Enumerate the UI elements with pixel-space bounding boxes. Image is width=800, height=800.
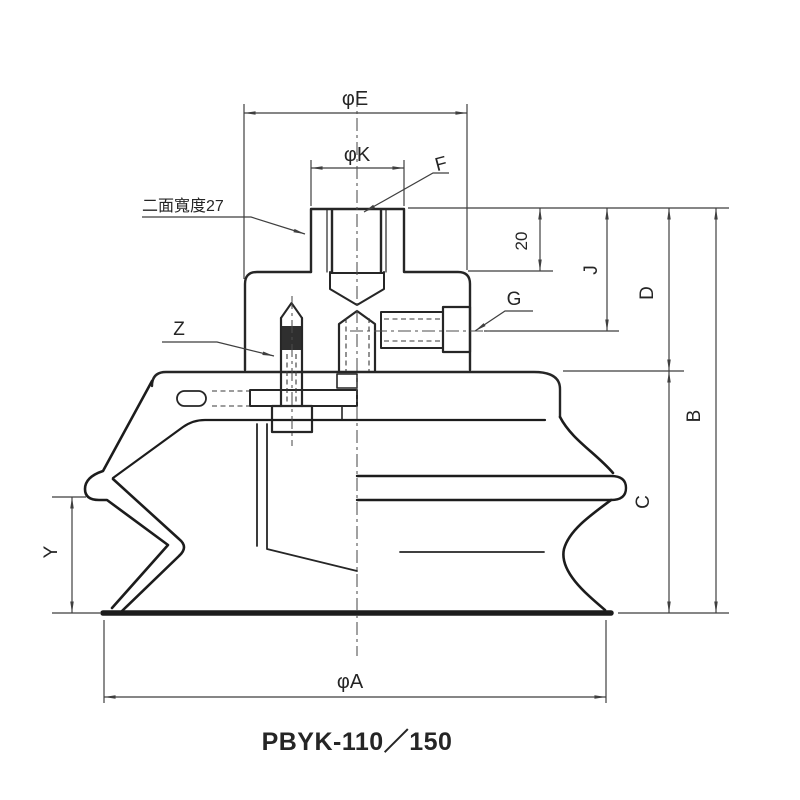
- hub-step: [336, 373, 358, 389]
- bellows-right-lower-slope: [562, 498, 613, 612]
- bellows-inner-neck: [256, 423, 358, 572]
- retaining-plate: [249, 389, 358, 407]
- leader-flats: [142, 216, 306, 235]
- fitting-body: [243, 207, 472, 373]
- dim-label-20: 20: [512, 232, 531, 251]
- port-label-f: F: [433, 153, 450, 176]
- fitting-outline-left: [243, 270, 313, 372]
- bellows-middle-ridge: [355, 474, 628, 502]
- port-label-g: G: [507, 289, 522, 310]
- drawing-labels: φE φK F 二面寬度27 20 J D B G Z C Y φA PBYK-…: [41, 88, 705, 756]
- dimension-lines: [52, 104, 729, 703]
- center-passage-thread-hidden: [345, 318, 370, 371]
- leader-Z: [162, 341, 275, 357]
- dim-label-phi-e: φE: [342, 88, 368, 110]
- fitting-outline-right: [309, 207, 472, 372]
- leader-G: [474, 310, 533, 332]
- screw-label-z: Z: [173, 319, 185, 340]
- bellows-left-fold-wall: [111, 477, 186, 613]
- dim-label-j: J: [581, 265, 602, 275]
- width-across-flats-label: 二面寬度27: [142, 197, 224, 215]
- flange-assembly: [150, 370, 562, 421]
- bellows-right-upper-slope: [558, 415, 615, 475]
- thread-minor-lines: [326, 209, 387, 273]
- side-port-bore: [380, 311, 444, 349]
- centerlines: [291, 94, 490, 656]
- bellows-left-outer-wall: [83, 379, 170, 610]
- flange-slot: [176, 390, 207, 407]
- bellows-inner-collar-line: [111, 418, 547, 480]
- flange-top-plate: [150, 370, 562, 419]
- side-port-boss: [441, 305, 472, 354]
- bellows-profile: [83, 379, 628, 616]
- dim-label-y: Y: [41, 545, 62, 558]
- model-number: PBYK-110／150: [262, 728, 453, 756]
- dim-label-d: D: [637, 286, 658, 300]
- slot-hidden-lines: [212, 390, 249, 407]
- hub-lower-step: [311, 405, 343, 421]
- dim-label-phi-k: φK: [344, 144, 371, 166]
- center-passage: [337, 309, 377, 373]
- dim-label-phi-a: φA: [337, 671, 364, 693]
- thread-major-lines: [330, 208, 383, 274]
- dim-label-b: B: [684, 410, 705, 423]
- dim-label-c: C: [633, 495, 654, 509]
- leader-F: [363, 172, 449, 213]
- side-port-thread-hidden: [384, 318, 441, 342]
- screw-shaft: [279, 316, 304, 408]
